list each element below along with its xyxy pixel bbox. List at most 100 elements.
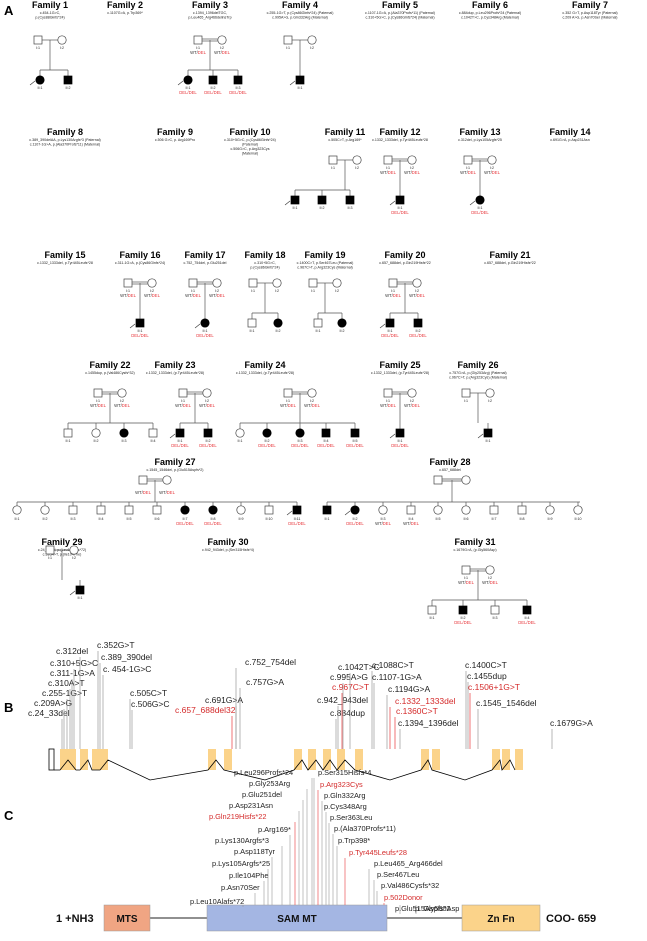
female-symbol <box>545 505 555 515</box>
protein-variant: p.Ser467Leu <box>373 870 419 905</box>
female-symbol <box>202 388 212 398</box>
family-18: Family 18c.310+5G>C,p.(Cys86Glnfs*24) <box>244 250 285 270</box>
gene-variant-label: c.884dup <box>330 708 365 718</box>
protein-variant: p.Glu251del <box>242 790 304 905</box>
protein-variant: p.Val486Cysfs*32 <box>376 881 439 905</box>
male-symbol <box>138 475 148 485</box>
gene-variant-label: c.24_33del <box>28 708 70 718</box>
female-symbol <box>235 428 245 438</box>
genotype: DEL/DEL <box>196 333 214 338</box>
protein-variant: p.Leu10Alafs*72 <box>190 897 244 907</box>
exon-box <box>421 749 429 770</box>
family-variant: p.Leu465_Arg466delinsTrp <box>188 16 231 20</box>
proband-arrow-icon <box>69 590 76 596</box>
proband-arrow-icon <box>194 323 201 329</box>
family-19: Family 19c.1400C>T, p.Ser467Leu (Paterna… <box>297 250 354 270</box>
proband-arrow-icon <box>389 200 396 206</box>
family-variant: c.657_688del <box>439 468 461 472</box>
individual-id: I:1 <box>126 289 130 293</box>
genotype: DEL/DEL <box>454 620 472 625</box>
genotype: WT/DEL <box>482 580 499 585</box>
male-symbol <box>313 318 323 328</box>
family-title: Family 7 <box>572 0 608 10</box>
genotype: DEL/DEL <box>204 90 222 95</box>
family-variant: c.1107G>A, p.Trp369* <box>107 11 143 15</box>
individual-id: II:7 <box>183 517 188 521</box>
female-symbol <box>573 505 583 515</box>
male-symbol <box>461 388 471 398</box>
individual-id: II:4 <box>151 439 156 443</box>
exon-box <box>502 749 510 770</box>
female-symbol <box>433 505 443 515</box>
individual-id: I:2 <box>120 399 124 403</box>
family-title: Family 12 <box>379 127 420 137</box>
family-title: Family 20 <box>384 250 425 260</box>
gene-variant: c.255-1G>T <box>42 688 87 749</box>
gene-variant: c.1455dup <box>467 671 507 749</box>
genotype: WT/DEL <box>90 403 107 408</box>
genotype: DEL/DEL <box>391 210 409 215</box>
family-title: Family 4 <box>282 0 318 10</box>
genotype: DEL/DEL <box>258 443 276 448</box>
family-24: Family 24c.1332_1333del, (p.Tyr445Leufs*… <box>236 360 294 375</box>
male-symbol <box>188 278 198 288</box>
family-title: Family 26 <box>457 360 498 370</box>
affected-female-symbol <box>295 428 305 438</box>
male-symbol <box>517 505 527 515</box>
pedigree-panel: Family 1c.454-1G>C,p.(Cys88Glnfs*24)Fami… <box>12 0 618 625</box>
individual-id: II:1 <box>478 206 483 210</box>
domain-mts: MTS <box>103 904 151 932</box>
female-symbol <box>162 475 172 485</box>
individual-id: II:10 <box>266 517 273 521</box>
protein-variant-label: p.Leu10Alafs*72 <box>190 897 244 906</box>
genotype: DEL/DEL <box>291 443 309 448</box>
genotype: WT/DEL <box>175 403 192 408</box>
individual-id: II:10 <box>575 517 582 521</box>
family-title: Family 5 <box>382 0 418 10</box>
genotype: DEL/DEL <box>518 620 536 625</box>
family-variant: c.757G>A, p.(Gly253Arg) (Paternal) <box>449 371 506 375</box>
individual-id: I:1 <box>196 46 200 50</box>
exon-box <box>515 749 523 770</box>
individual-id: II:2 <box>461 616 466 620</box>
genotype: DEL/DEL <box>317 443 335 448</box>
c-terminus-label: COO- 659 <box>546 913 596 925</box>
family-title: Family 29 <box>41 537 82 547</box>
gene-variant: c.1332_1333del <box>389 696 456 749</box>
family-variant: c.657_688del, p.Gln219Hisfs*22 <box>484 261 536 265</box>
affected-female-symbol <box>35 75 45 85</box>
domain-box <box>461 904 541 932</box>
genotype: WT/DEL <box>199 403 216 408</box>
individual-id: II:1 <box>15 517 20 521</box>
family-variant: p.(Cys88Glnfs*24) <box>35 16 64 20</box>
gene-variant: c.1088C>T <box>371 660 414 749</box>
genotype: DEL/DEL <box>381 333 399 338</box>
male-symbol <box>328 155 338 165</box>
family-variant: c.995A>G, p.Gln332Arg (Maternal) <box>272 16 328 20</box>
gene-variant-label: c.310A>T <box>48 678 85 688</box>
individual-id: II:1 <box>186 86 191 90</box>
proband-arrow-icon <box>129 323 136 329</box>
protein-variant-label: p.Asp118Tyr <box>234 847 275 856</box>
genotype: WT/DEL <box>135 490 152 495</box>
family-2: Family 2c.1107G>A, p.Trp369* <box>107 0 143 15</box>
female-symbol <box>40 505 50 515</box>
individual-id: I:1 <box>464 399 468 403</box>
family-25: Family 25c.1332_1333del, (p.Tyr445Leufs*… <box>371 360 429 375</box>
proband-arrow-icon <box>284 200 291 206</box>
affected-male-symbol <box>292 505 302 515</box>
protein-variant-label: p. Gly560Asp <box>415 904 459 913</box>
individual-id: II:3 <box>298 439 303 443</box>
male-symbol <box>433 475 443 485</box>
family-7: Family 7c.352 G>T, p.Asp118Tyr (Paternal… <box>562 0 617 20</box>
individual-id: I:1 <box>386 399 390 403</box>
affected-male-symbol <box>208 75 218 85</box>
protein-variant: p.Ser363Leu <box>328 813 372 905</box>
gene-variant: c.310A>T <box>48 678 85 749</box>
